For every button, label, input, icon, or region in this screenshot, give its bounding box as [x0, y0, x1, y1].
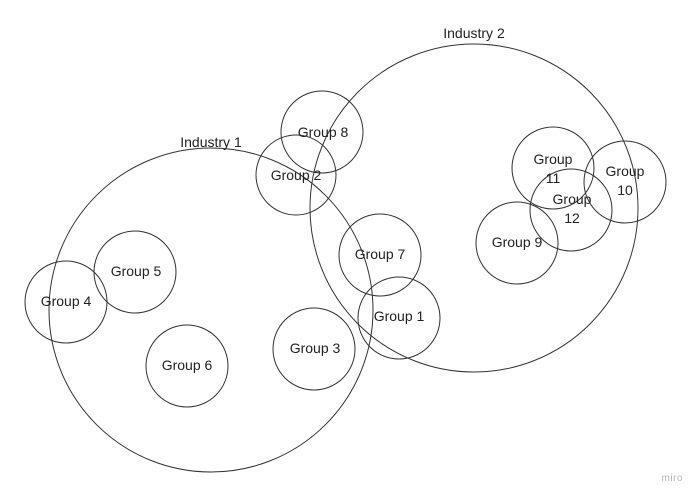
group10-label-line1: Group	[606, 163, 645, 179]
group5-label: Group 5	[111, 263, 162, 279]
industry1-circle	[48, 147, 374, 473]
industry2-label: Industry 2	[443, 25, 505, 41]
group7-label: Group 7	[355, 246, 406, 262]
group4-circle	[24, 260, 108, 344]
group9-circle	[475, 201, 559, 285]
group4-label: Group 4	[41, 293, 92, 309]
group11-label-line2: 11	[546, 170, 561, 186]
group7-circle	[338, 213, 422, 297]
group12-circle	[529, 168, 613, 252]
group11-label-line1: Group	[534, 151, 573, 167]
group12-label-line2: 12	[564, 210, 580, 226]
group8-label: Group 8	[298, 124, 349, 140]
group1-circle	[357, 276, 441, 360]
group12-label-line1: Group	[553, 191, 592, 207]
group10-circle	[583, 140, 667, 224]
group2-circle	[255, 134, 337, 216]
group8-circle	[280, 90, 364, 174]
group6-label: Group 6	[162, 357, 213, 373]
group2-label: Group 2	[271, 167, 322, 183]
industry2-circle	[309, 43, 639, 373]
group1-label: Group 1	[374, 308, 425, 324]
group9-label: Group 9	[492, 234, 543, 250]
miro-watermark: miro	[662, 473, 683, 484]
group11-circle	[511, 126, 595, 210]
industry1-label: Industry 1	[180, 134, 242, 150]
group10-label-line2: 10	[617, 182, 633, 198]
group6-circle	[145, 324, 229, 408]
group3-circle	[272, 307, 356, 391]
group3-label: Group 3	[290, 340, 341, 356]
